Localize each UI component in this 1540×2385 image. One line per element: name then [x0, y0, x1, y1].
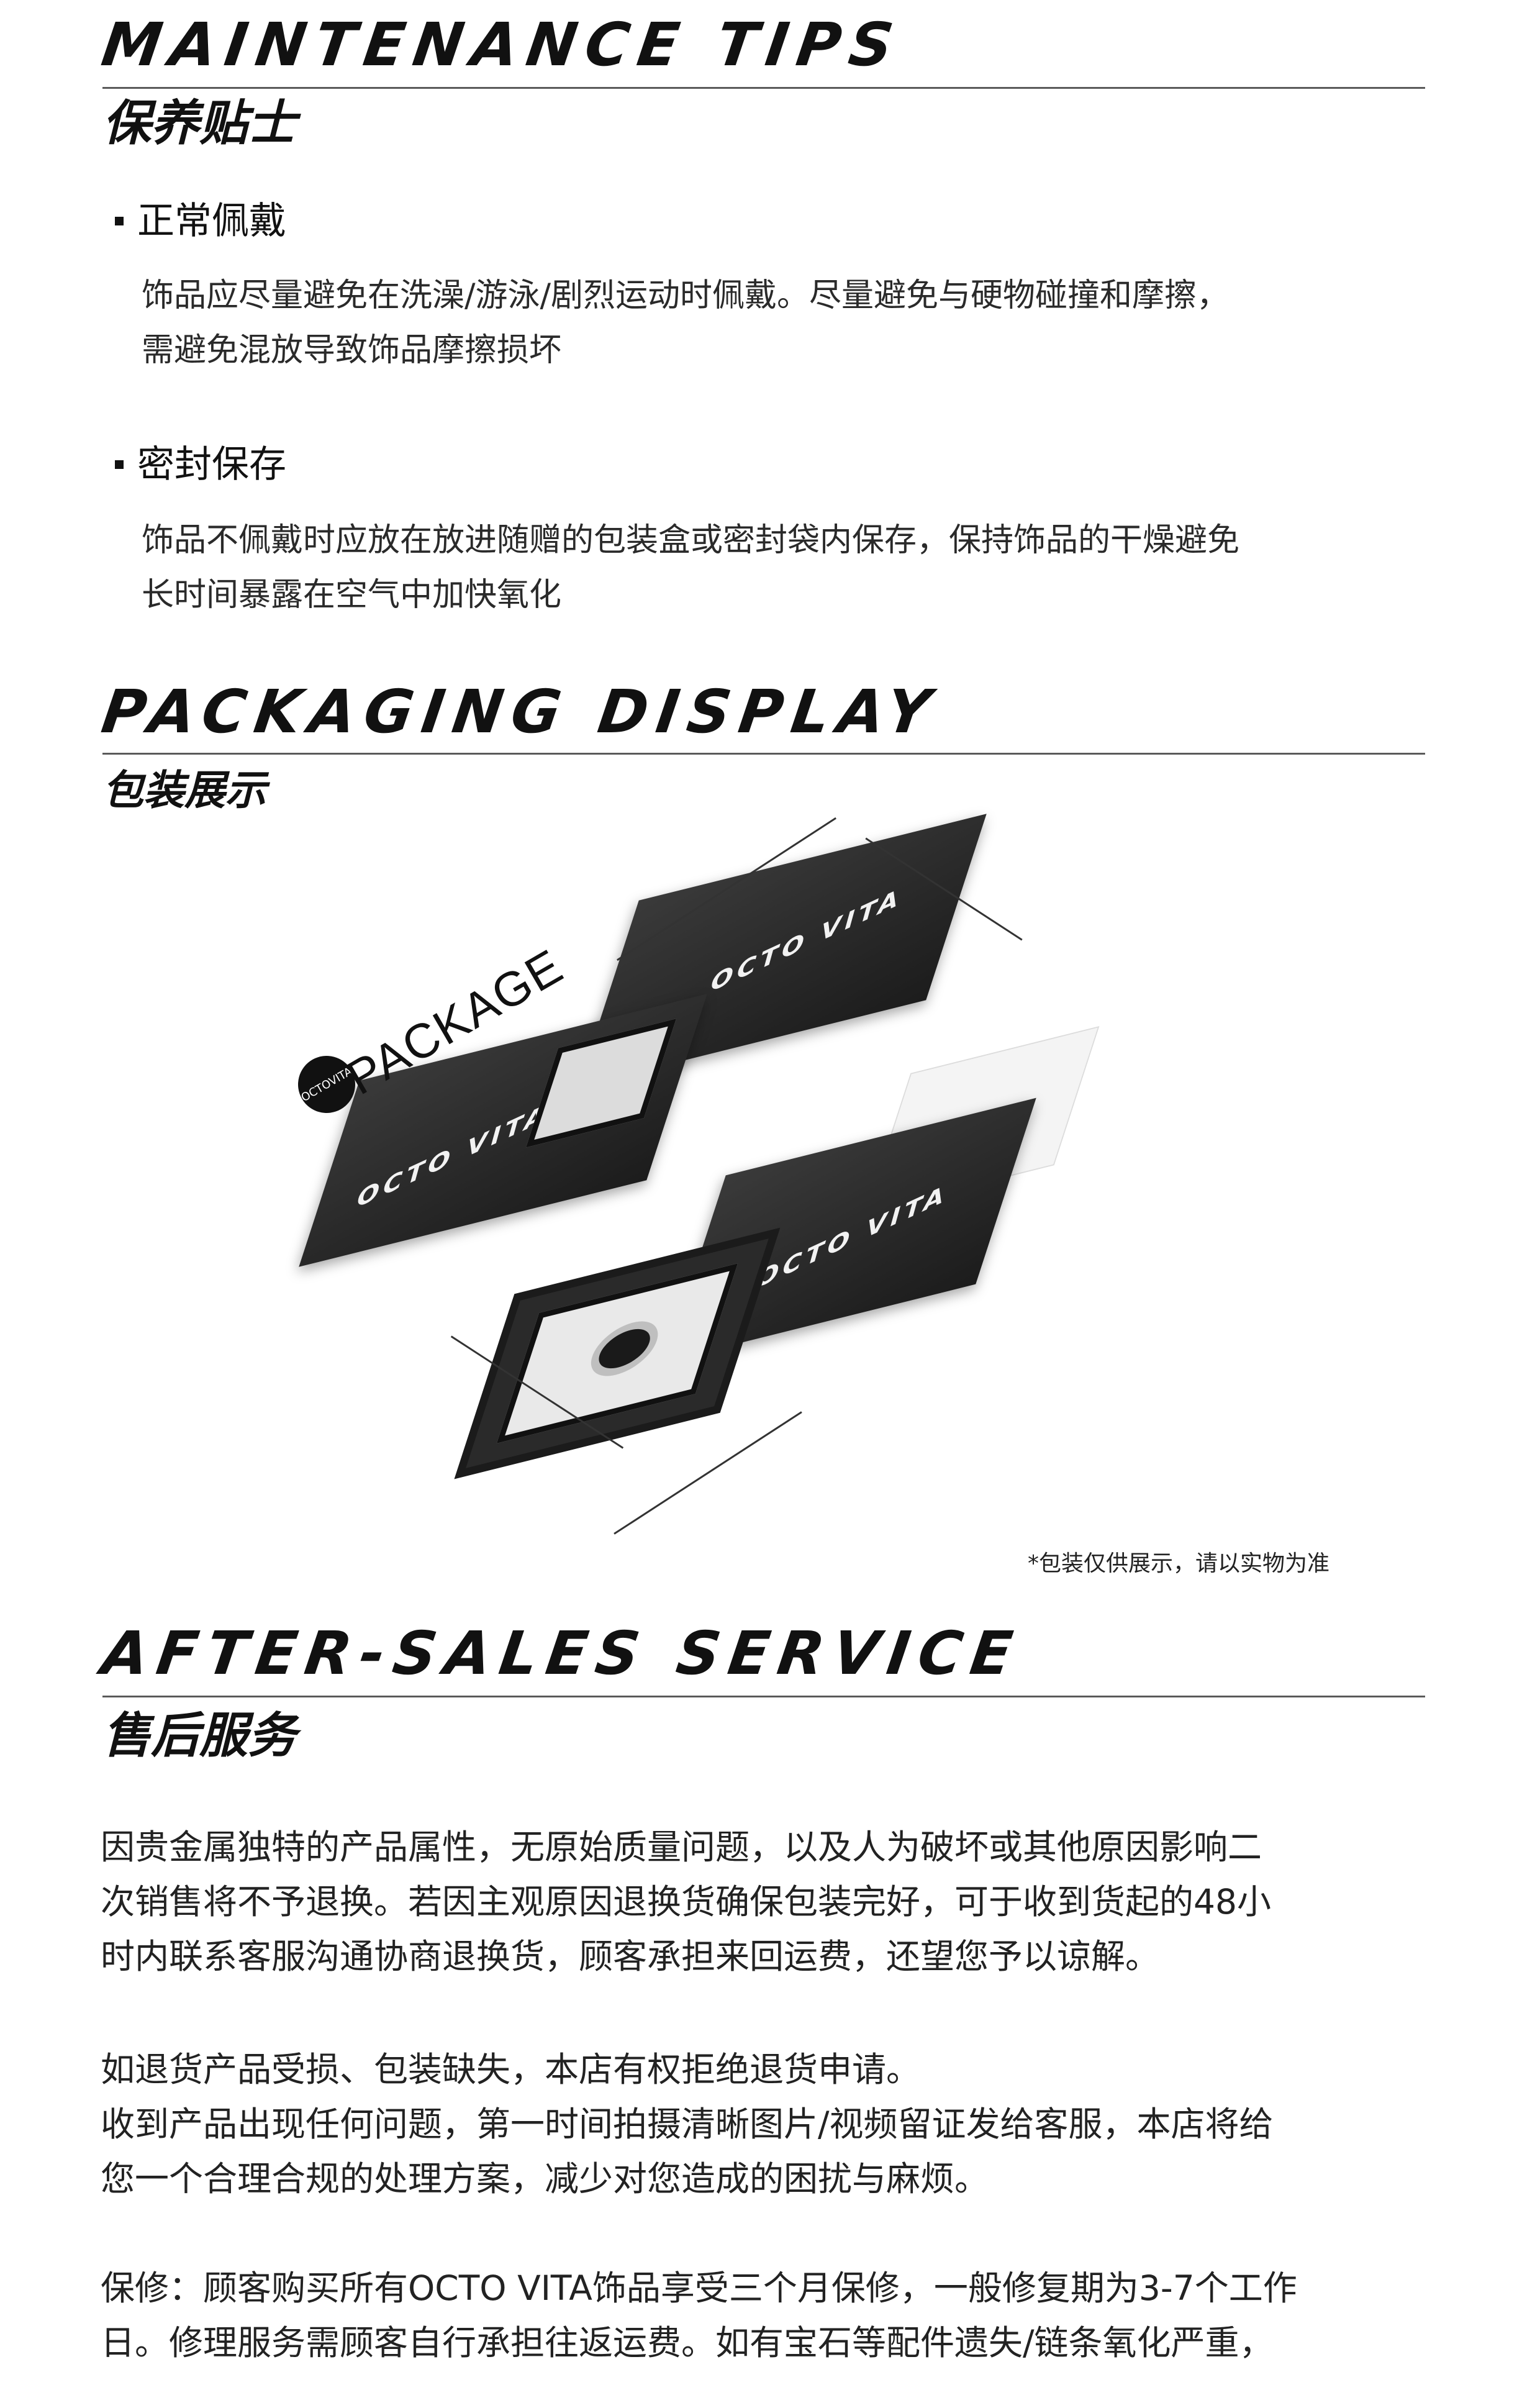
maintenance-divider: [102, 87, 1425, 89]
tip-line: 饰品应尽量避免在洗澡/游泳/剧烈运动时佩戴。尽量避免与硬物碰撞和摩擦，: [142, 277, 1230, 314]
tip-line: 需避免混放导致饰品摩擦损坏: [142, 332, 562, 369]
para-line: 次销售将不予退换。若因主观原因退换货确保包装完好，可于收到货起的48小: [101, 1882, 1271, 1922]
maintenance-subtitle: 保养贴士: [102, 96, 297, 152]
box-brand-label: OCTO VITA: [755, 1179, 949, 1294]
bullet-icon: [115, 217, 124, 225]
after-sales-subtitle: 售后服务: [102, 1708, 297, 1764]
packaging-subtitle: 包装展示: [102, 766, 266, 814]
after-sales-divider: [102, 1696, 1425, 1697]
box-brand-label: OCTO VITA: [710, 883, 904, 997]
tip-heading-label: 正常佩戴: [137, 199, 286, 243]
box-left: OCTO VITA: [299, 994, 707, 1267]
tip-heading-storage: 密封保存: [115, 446, 286, 483]
para-line: 时内联系客服沟通协商退换货，顾客承担来回运费，还望您予以谅解。: [101, 1937, 1160, 1976]
after-sales-title: AFTER-SALES SERVICE: [97, 1619, 1026, 1688]
after-sales-paragraph: 保修：顾客购买所有OCTO VITA饰品享受三个月保修，一般修复期为3-7个工作…: [101, 2261, 1349, 2370]
after-sales-paragraph: 因贵金属独特的产品属性，无原始质量问题，以及人为破坏或其他原因影响二 次销售将不…: [101, 1820, 1349, 1984]
tip-heading-label: 密封保存: [137, 443, 286, 486]
box-brand-label: OCTO VITA: [356, 1099, 550, 1214]
tray-insert: [496, 1263, 738, 1443]
tip-heading-wearing: 正常佩戴: [115, 202, 286, 240]
tip-line: 饰品不佩戴时应放在放进随赠的包装盒或密封袋内保存，保持饰品的干燥避免: [142, 522, 1240, 559]
bullet-icon: [115, 460, 124, 469]
maintenance-title: MAINTENANCE TIPS: [97, 10, 906, 80]
para-line: 保修：顾客购买所有OCTO VITA饰品享受三个月保修，一般修复期为3-7个工作: [101, 2268, 1297, 2308]
tip-body-wearing: 饰品应尽量避免在洗澡/游泳/剧烈运动时佩戴。尽量避免与硬物碰撞和摩擦， 需避免混…: [142, 268, 1371, 378]
packaging-title: PACKAGING DISPLAY: [97, 677, 943, 747]
packaging-note: *包装仅供展示，请以实物为准: [1028, 1551, 1330, 1576]
box-window: [526, 1019, 676, 1148]
para-line: 因贵金属独特的产品属性，无原始质量问题，以及人为破坏或其他原因影响二: [101, 1827, 1262, 1867]
tip-body-storage: 饰品不佩戴时应放在放进随赠的包装盒或密封袋内保存，保持饰品的干燥避免 长时间暴露…: [142, 513, 1371, 622]
para-line: 您一个合理合规的处理方案，减少对您造成的困扰与麻烦。: [101, 2159, 989, 2199]
packaging-divider: [102, 753, 1425, 755]
para-line: 日。修理服务需顾客自行承担往返运费。如有宝石等配件遗失/链条氧化严重，: [101, 2323, 1274, 2363]
after-sales-paragraph: 如退货产品受损、包装缺失，本店有权拒绝退货申请。 收到产品出现任何问题，第一时间…: [101, 2042, 1349, 2206]
ring-stone: [593, 1324, 656, 1374]
para-line: 收到产品出现任何问题，第一时间拍摄清晰图片/视频留证发给客服，本店将给: [101, 2104, 1274, 2144]
open-tray: [454, 1227, 781, 1479]
para-line: 如退货产品受损、包装缺失，本店有权拒绝退货申请。: [101, 2050, 921, 2089]
tip-line: 长时间暴露在空气中加快氧化: [142, 576, 562, 614]
